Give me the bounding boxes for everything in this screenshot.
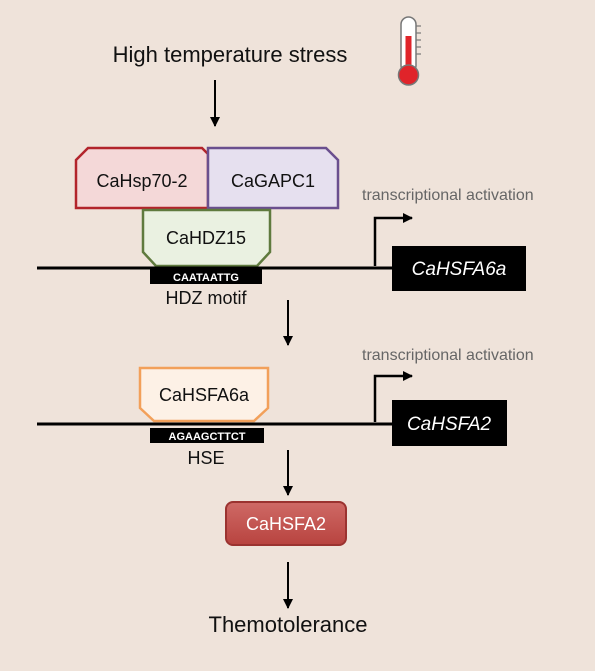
promoter-arrow-1 [373,213,413,266]
gene-hsfa6a: CaHSFA6a [392,246,526,291]
outcome-label: Themotolerance [209,612,368,637]
hdz-motif-label: HDZ motif [166,288,248,308]
hsfa6a-protein-label: CaHSFA6a [159,385,250,405]
hse-label: HSE [187,448,224,468]
activation-label-1: transcriptional activation [362,187,534,204]
hsfa2-protein-label: CaHSFA2 [246,514,326,534]
thermometer-icon [397,16,421,86]
hse-sequence: AGAAGCTTCT [169,431,246,443]
gene-hsfa2-label: CaHSFA2 [407,414,492,435]
gene-hsfa6a-label: CaHSFA6a [412,259,507,280]
protein-hsp70-2: CaHsp70-2 [74,146,210,210]
activation-label-2: transcriptional activation [362,347,534,364]
hdz-motif-box: CAATAATTG [150,269,262,284]
hse-box: AGAAGCTTCT [150,428,264,443]
protein-gapc1: CaGAPC1 [206,146,340,210]
protein-hsfa6a: CaHSFA6a [138,366,270,423]
promoter-arrow-2 [373,371,413,422]
protein-hdz15: CaHDZ15 [141,208,272,268]
hdz15-label: CaHDZ15 [166,228,246,248]
stress-label: High temperature stress [113,42,348,67]
protein-hsfa2: CaHSFA2 [225,501,347,546]
gapc1-label: CaGAPC1 [231,171,315,191]
hdz-motif-sequence: CAATAATTG [173,272,239,284]
hsp70-2-label: CaHsp70-2 [96,171,187,191]
gene-hsfa2: CaHSFA2 [392,400,507,446]
